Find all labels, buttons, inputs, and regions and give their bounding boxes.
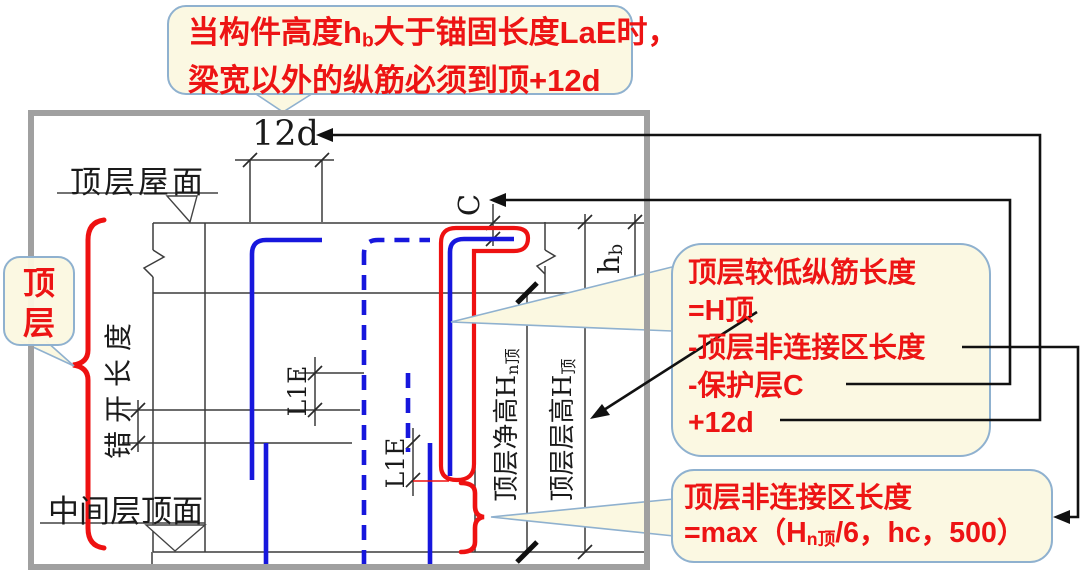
dim-stagger-lines	[122, 400, 360, 452]
formula-line-4: -保护层C	[688, 369, 804, 402]
top-callout-bubble	[167, 5, 633, 95]
formula-callout-wedge	[450, 266, 673, 332]
rebars	[249, 236, 514, 565]
net-height-label: 顶层净高Hn顶	[492, 348, 522, 502]
break-symbol-beam	[535, 249, 557, 275]
callout-bubbles	[3, 5, 1053, 563]
lap-length-label-2: L1E	[381, 437, 410, 489]
formula-line-3: -顶层非连接区长度	[688, 332, 926, 364]
zone-callout-text: 顶层非连接区长度 =max（Hn顶/6，hc，500）	[684, 481, 1025, 551]
top-callout-line2: 梁宽以外的纵筋必须到顶+12d	[188, 63, 601, 99]
break-symbol-left	[142, 249, 166, 278]
zone-line-1: 顶层非连接区长度	[684, 482, 913, 514]
construction-lines	[122, 159, 646, 566]
roof-leader-triangle	[165, 195, 198, 224]
zone-callout-bubble	[671, 469, 1053, 563]
floor-tag-bubble	[3, 256, 75, 346]
formula-line-5: +12d	[688, 407, 754, 439]
rebar-highlight-outline	[438, 225, 531, 483]
formula-line-1: 顶层较低纵筋长度	[688, 257, 917, 289]
floor-tag-text: 顶 层	[4, 263, 74, 343]
connector-zone	[962, 345, 1080, 519]
lap-length-label-1: L1E	[283, 365, 312, 417]
mid-floor-label: 中间层顶面	[48, 494, 203, 530]
connector-12d	[330, 133, 1042, 422]
dimension-ticks-thick	[515, 281, 539, 564]
story-height-label: 顶层层高H顶	[548, 358, 578, 502]
roof-label: 顶层屋面	[70, 165, 206, 201]
arrowheads	[316, 128, 1070, 524]
cover-label: C	[452, 193, 486, 217]
rebar-dashed-hooked	[361, 237, 430, 565]
arrowhead-cover	[489, 193, 506, 207]
top-callout-line1: 当构件高度hb大于锚固长度LaE时，	[188, 15, 679, 52]
dim-lap1-lines	[298, 357, 364, 426]
dim-12d-label: 12d	[252, 114, 319, 154]
rebar-low-hooked	[447, 236, 514, 476]
arrowhead-zone	[1053, 510, 1070, 524]
floor-tag-char2: 层	[22, 305, 55, 341]
connector-cover	[503, 198, 1012, 386]
rebar-long-hooked	[249, 237, 322, 480]
zone-brace	[458, 480, 485, 555]
connector-lines	[330, 133, 1080, 519]
floor-tag-char1: 顶	[22, 265, 55, 301]
arrowhead-story	[590, 404, 610, 419]
arrowhead-12d	[316, 128, 333, 142]
dimension-ticks	[130, 152, 643, 560]
formula-callout-bubble	[671, 243, 991, 457]
leader-triangles	[40, 192, 218, 552]
dim-12d-line	[235, 159, 334, 222]
mid-floor-leader-triangle	[144, 524, 207, 552]
callout-wedges	[19, 89, 675, 537]
beam-height-label: hb	[592, 243, 628, 275]
zone-line-2: =max（Hn顶/6，hc，500）	[684, 517, 1026, 550]
top-callout-text: 当构件高度hb大于锚固长度LaE时， 梁宽以外的纵筋必须到顶+12d	[188, 13, 679, 101]
formula-callout-text: 顶层较低纵筋长度 =H顶 -顶层非连接区长度 -保护层C +12d	[688, 255, 926, 443]
connector-story-arrow	[595, 310, 758, 417]
zone-callout-wedge	[490, 498, 675, 537]
stagger-label: 错开长度	[102, 315, 135, 460]
formula-line-2: =H顶	[688, 294, 754, 327]
